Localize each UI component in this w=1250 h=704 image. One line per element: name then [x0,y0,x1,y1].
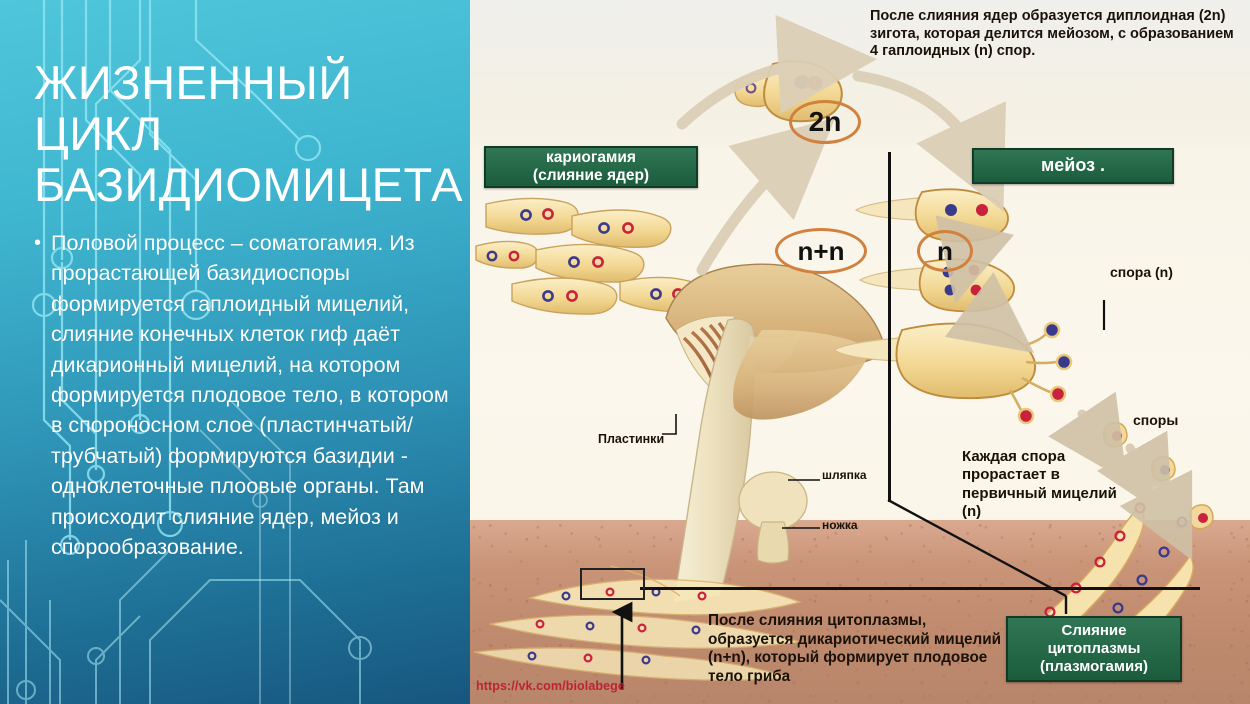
bottom-note: После слияния цитоплазмы, образуется дик… [708,612,1002,685]
callout-spores: споры [1133,412,1179,428]
label-stipe: ножка [822,518,858,532]
karyogamy-line-2: (слияние ядер) [532,167,650,184]
soil-reference-line [640,587,1200,590]
bullet-marker: • [34,232,42,254]
green-box-karyogamy: кариогамия (слияние ядер) [484,146,698,188]
green-box-meiosis: мейоз . [972,148,1174,184]
green-box-plasmogamy: Слияние цитоплазмы (плазмогамия) [1006,616,1182,682]
mycelium-nuclei-left [527,587,707,665]
label-gills: Пластинки [598,432,665,446]
plasmogamy-line-2: цитоплазмы [1047,640,1141,658]
pointer-lines [611,300,1106,690]
plasmogamy-line-3: (плазмогамия) [1040,657,1148,675]
ploidy-divider-line [888,152,891,502]
ploidy-label-2n: 2n [789,100,861,144]
label-cap: шляпка [822,468,867,482]
body-paragraph: Половой процесс – соматогамия. Из прорас… [51,231,449,560]
callout-spore-n: спора (n) [1110,264,1173,280]
callout-each-spore: Каждая спора прорастает в первичный мице… [962,448,1117,520]
title-panel: ЖИЗНЕННЫЙ ЦИКЛ БАЗИДИОМИЦЕТА • Половой п… [0,0,470,704]
mushroom-main [665,263,887,603]
plasmogamy-line-1: Слияние [1061,622,1127,640]
ploidy-label-nn: n+n [775,228,867,274]
circuit-decoration [0,0,372,704]
source-watermark: https://vk.com/biolabege [476,679,625,693]
karyogamy-line-1: кариогамия [546,148,636,166]
ploidy-label-n: n [917,230,973,272]
mycelium-zoom-rect [580,568,645,600]
lifecycle-diagram: После слияния ядер образуется диплоидная… [470,0,1250,704]
top-note: После слияния ядер образуется диплоидная… [870,8,1234,60]
leader-lines [662,414,820,529]
bullet-list: • Половой процесс – соматогамия. Из прор… [34,228,464,562]
meiosis-label: мейоз . [1040,155,1106,176]
page-title: ЖИЗНЕННЫЙ ЦИКЛ БАЗИДИОМИЦЕТА [34,56,464,211]
mushroom-small [738,471,808,564]
